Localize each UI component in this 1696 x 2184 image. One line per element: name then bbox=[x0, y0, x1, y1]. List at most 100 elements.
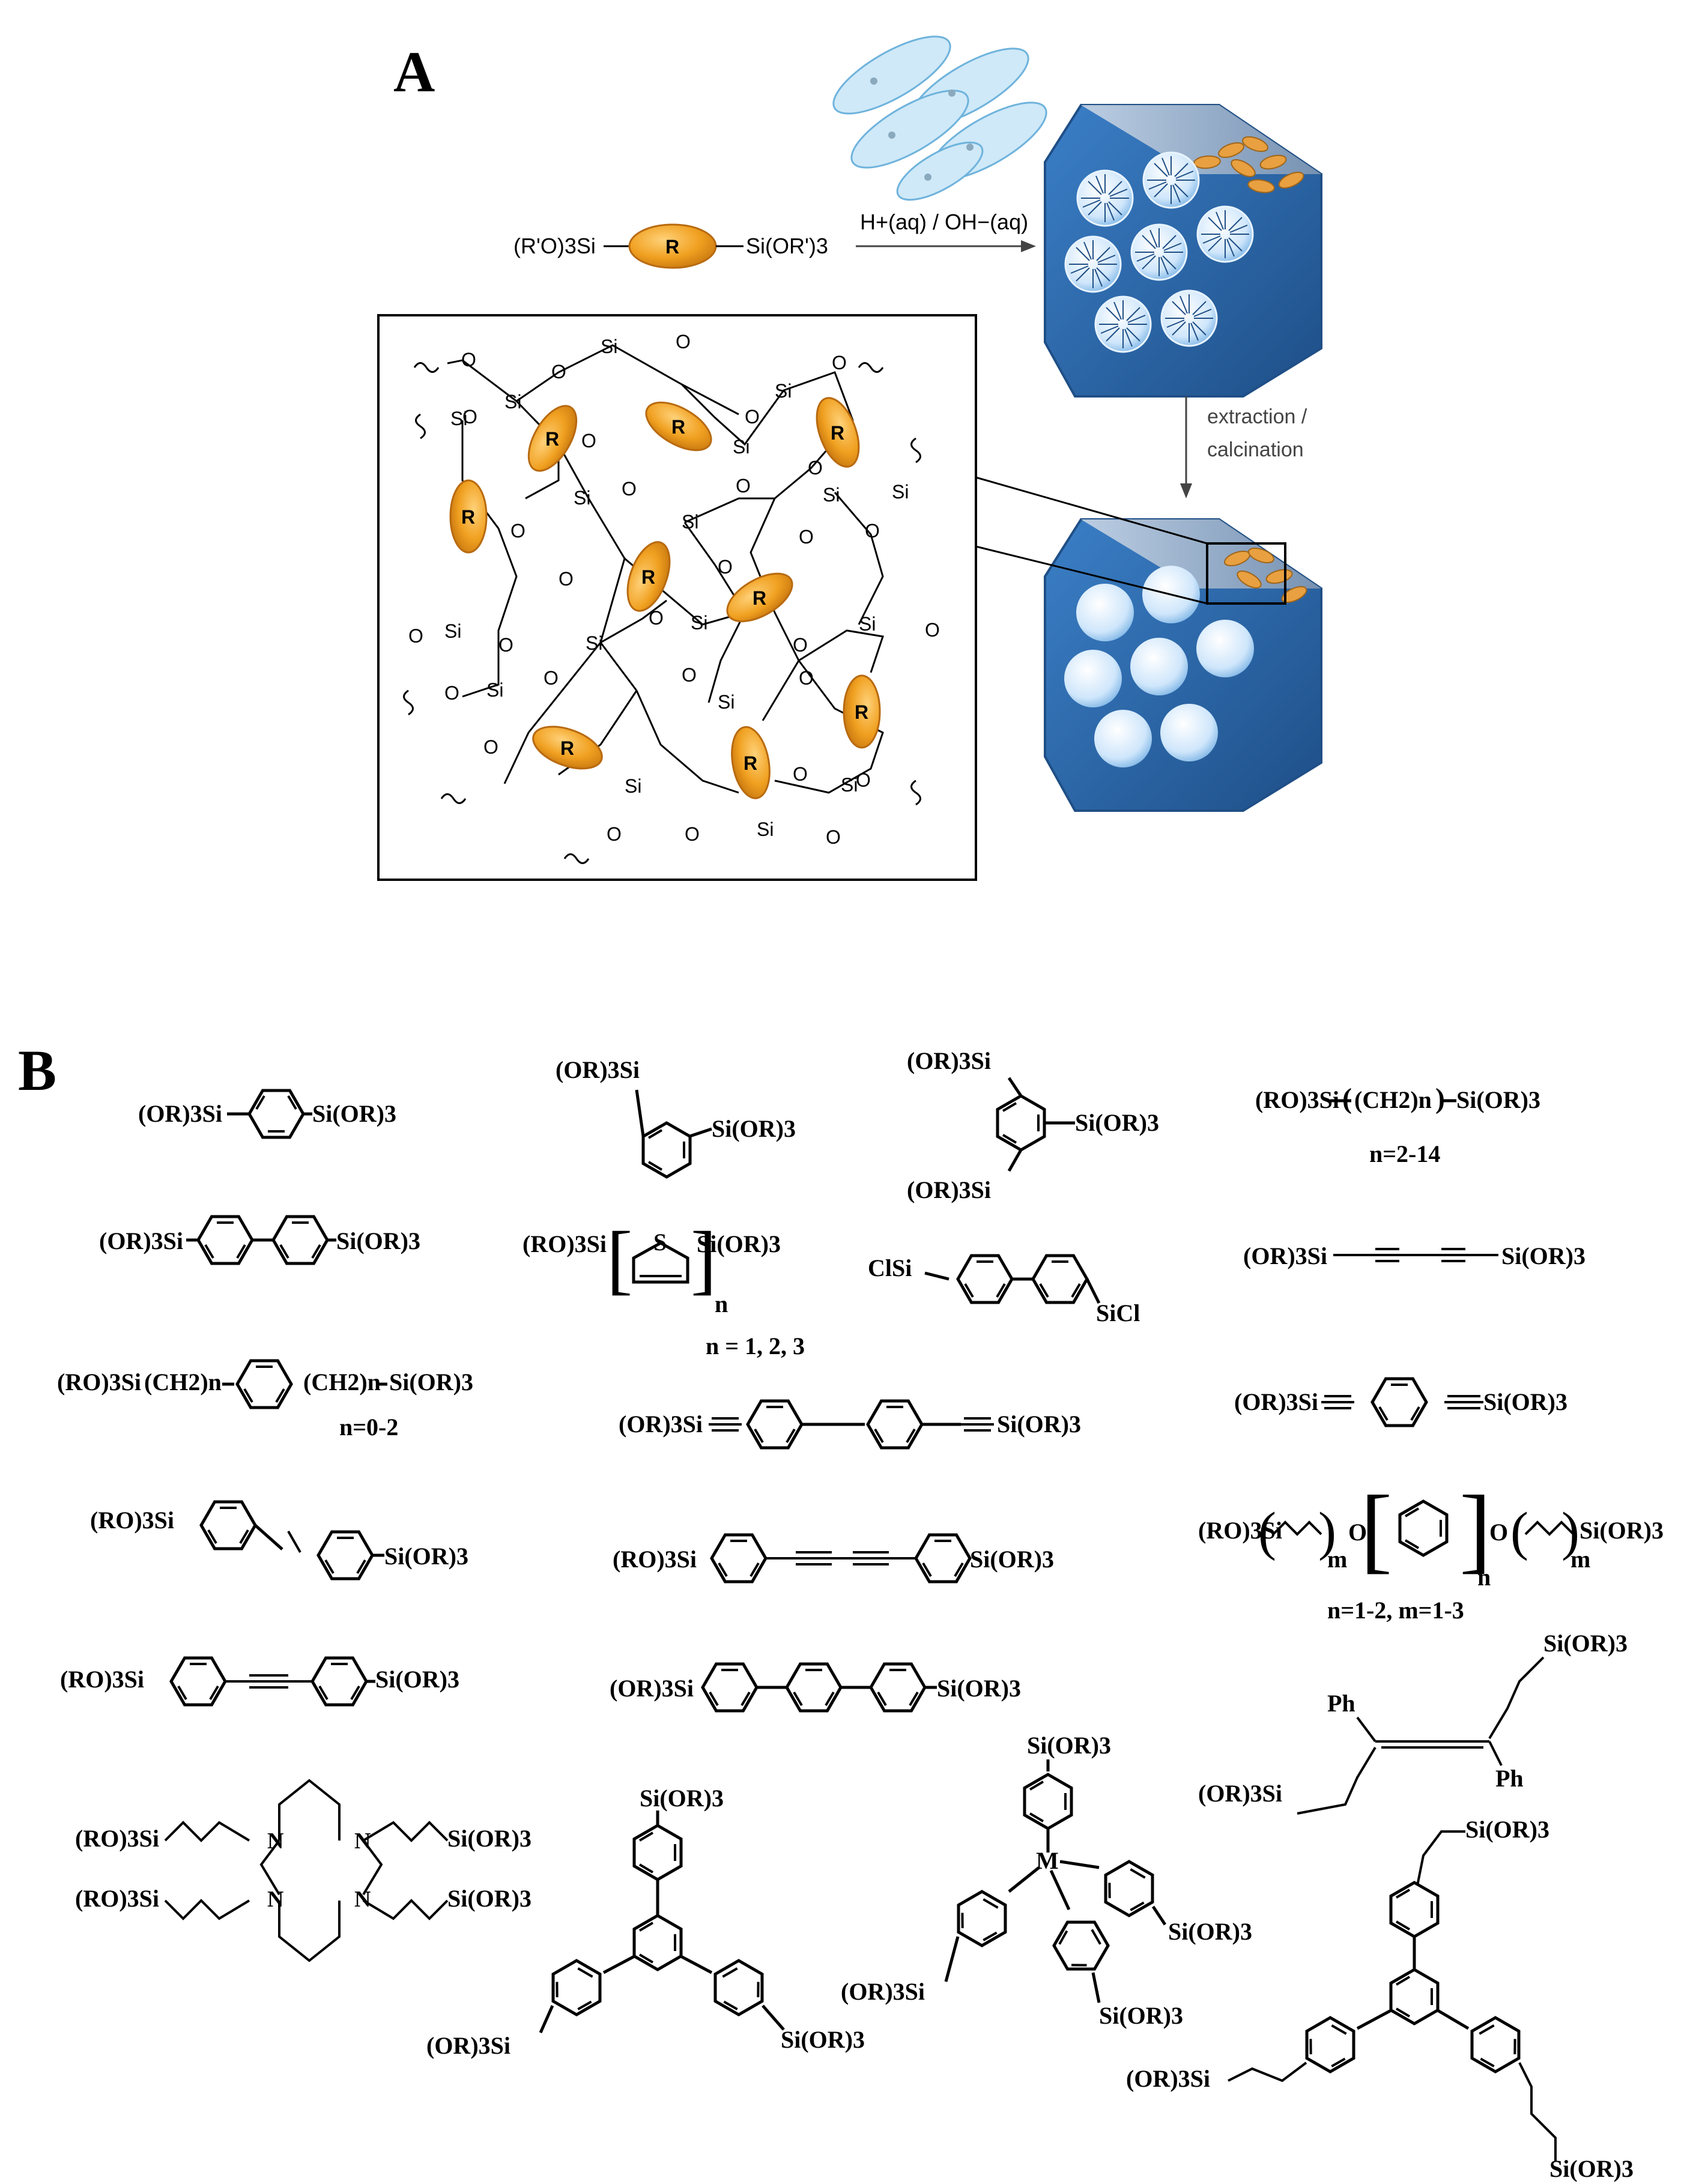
svg-text:O: O bbox=[925, 619, 940, 641]
svg-text:Si: Si bbox=[718, 691, 734, 713]
network-si-labels: Si Si Si Si Si Si Si Si Si Si Si Si Si S… bbox=[444, 336, 909, 840]
svg-text:R: R bbox=[855, 701, 868, 723]
svg-text:Si(OR)3: Si(OR)3 bbox=[384, 1543, 468, 1570]
svg-text:(RO)3Si: (RO)3Si bbox=[613, 1546, 697, 1573]
svg-text:(RO)3Si: (RO)3Si bbox=[75, 1885, 159, 1912]
svg-text:O: O bbox=[544, 667, 559, 689]
molecule-9: (RO)3Si (CH2)n (CH2)n Si(OR)3 n=0-2 bbox=[57, 1361, 473, 1441]
svg-text:n = 1, 2, 3: n = 1, 2, 3 bbox=[706, 1332, 805, 1360]
svg-text:O: O bbox=[649, 607, 664, 629]
svg-text:O: O bbox=[826, 826, 841, 848]
svg-text:Si(OR)3: Si(OR)3 bbox=[389, 1369, 473, 1396]
svg-text:O: O bbox=[808, 457, 823, 479]
molecule-13: (RO)3Si Si(OR)3 bbox=[613, 1535, 1054, 1582]
svg-text:m: m bbox=[1327, 1546, 1347, 1573]
svg-text:[: [ bbox=[1360, 1475, 1392, 1582]
molecule-8: (OR)3Si Si(OR)3 bbox=[1243, 1242, 1585, 1269]
svg-text:O: O bbox=[444, 682, 459, 704]
svg-text:O: O bbox=[799, 667, 814, 689]
panel-a-label: A bbox=[393, 40, 435, 104]
svg-text:O: O bbox=[483, 736, 498, 758]
svg-text:Ph: Ph bbox=[1495, 1765, 1524, 1792]
svg-text:n=0-2: n=0-2 bbox=[339, 1414, 398, 1441]
svg-text:(OR)3Si: (OR)3Si bbox=[907, 1176, 991, 1203]
svg-text:M: M bbox=[1036, 1847, 1059, 1874]
svg-text:Si(OR)3: Si(OR)3 bbox=[997, 1411, 1081, 1438]
svg-text:Si: Si bbox=[486, 679, 503, 701]
svg-text:Si: Si bbox=[859, 613, 876, 635]
network-inset-box bbox=[377, 314, 977, 881]
svg-text:O: O bbox=[622, 478, 637, 500]
svg-text:O: O bbox=[736, 475, 751, 497]
svg-text:n: n bbox=[1477, 1564, 1491, 1591]
svg-text:(OR)3Si: (OR)3Si bbox=[138, 1100, 222, 1127]
molecule-19: Si(OR)3 (OR)3Si Si(OR)3 bbox=[426, 1785, 865, 2059]
extraction-label: extraction / bbox=[1207, 405, 1307, 428]
svg-text:Si(OR)3: Si(OR)3 bbox=[697, 1230, 781, 1257]
svg-text:O: O bbox=[607, 823, 622, 845]
svg-text:R: R bbox=[545, 428, 559, 450]
molecule-17: Si(OR)3 Ph Ph (OR)3Si bbox=[1198, 1630, 1628, 1815]
reaction-conditions: H+(aq) / OH−(aq) bbox=[860, 210, 1028, 234]
svg-text:(: ( bbox=[1258, 1502, 1276, 1561]
molecule-16: (OR)3Si Si(OR)3 bbox=[610, 1664, 1021, 1711]
svg-text:Si: Si bbox=[823, 484, 840, 506]
svg-text:R: R bbox=[831, 422, 844, 444]
svg-text:Si: Si bbox=[601, 336, 617, 357]
svg-text:(OR)3Si: (OR)3Si bbox=[1198, 1780, 1282, 1807]
svg-text:(OR)3Si: (OR)3Si bbox=[556, 1056, 640, 1083]
svg-text:(RO)3Si: (RO)3Si bbox=[75, 1825, 159, 1852]
svg-text:O: O bbox=[1348, 1519, 1367, 1546]
svg-text:O: O bbox=[682, 664, 697, 686]
molecule-20: Si(OR)3 M (OR)3Si Si(OR)3 Si(OR)3 bbox=[841, 1732, 1252, 2029]
molecule-list: (OR)3Si Si(OR)3 (OR)3Si Si(OR)3 (OR)3Si … bbox=[57, 1047, 1664, 2182]
svg-text:Si(OR)3: Si(OR)3 bbox=[1168, 1918, 1252, 1945]
calcination-label: calcination bbox=[1207, 438, 1304, 461]
svg-text:Si(OR)3: Si(OR)3 bbox=[712, 1115, 796, 1142]
network-r-units bbox=[449, 397, 881, 799]
molecule-12: (RO)3Si Si(OR)3 bbox=[90, 1502, 468, 1579]
svg-text:N: N bbox=[267, 1887, 283, 1912]
svg-text:): ) bbox=[1318, 1502, 1336, 1561]
svg-text:(CH2)n: (CH2)n bbox=[1354, 1086, 1432, 1113]
svg-text:R: R bbox=[744, 752, 757, 774]
svg-text:Si: Si bbox=[757, 818, 774, 840]
svg-text:[: [ bbox=[607, 1216, 632, 1302]
zoom-box bbox=[1206, 542, 1286, 605]
svg-text:O: O bbox=[1489, 1519, 1508, 1546]
svg-text:(OR)3Si: (OR)3Si bbox=[619, 1411, 703, 1438]
svg-text:(: ( bbox=[1510, 1502, 1528, 1561]
molecule-7: ClSi SiCl bbox=[868, 1254, 1140, 1326]
svg-text:O: O bbox=[793, 763, 808, 785]
molecule-18: (RO)3Si (RO)3Si Si(OR)3 Si(OR)3 N N N N bbox=[75, 1779, 532, 1962]
svg-text:Si(OR)3: Si(OR)3 bbox=[1543, 1630, 1628, 1657]
svg-text:Si(OR)3: Si(OR)3 bbox=[1483, 1388, 1567, 1415]
molecule-5: (OR)3Si Si(OR)3 bbox=[99, 1217, 420, 1263]
svg-text:N: N bbox=[267, 1829, 283, 1854]
svg-text:n=1-2, m=1-3: n=1-2, m=1-3 bbox=[1327, 1597, 1464, 1624]
svg-text:N: N bbox=[354, 1829, 371, 1854]
svg-text:(OR)3Si: (OR)3Si bbox=[1234, 1388, 1318, 1415]
svg-text:Si: Si bbox=[504, 391, 521, 413]
svg-text:Si(OR)3: Si(OR)3 bbox=[1549, 2155, 1634, 2182]
panel-b-label: B bbox=[18, 1038, 56, 1103]
svg-text:(OR)3Si: (OR)3Si bbox=[610, 1675, 694, 1702]
micelle-rods-graphic bbox=[832, 35, 1047, 201]
template-hexagonal-block bbox=[1044, 104, 1322, 398]
svg-text:SiCl: SiCl bbox=[1096, 1299, 1140, 1326]
precursor-r-label: R bbox=[665, 236, 679, 258]
molecule-15: (RO)3Si Si(OR)3 bbox=[60, 1658, 459, 1705]
svg-text:N: N bbox=[354, 1887, 371, 1912]
svg-text:O: O bbox=[856, 769, 871, 791]
svg-text:Si(OR)3: Si(OR)3 bbox=[336, 1227, 420, 1254]
svg-text:O: O bbox=[461, 349, 476, 371]
svg-text:O: O bbox=[510, 520, 525, 542]
svg-text:O: O bbox=[745, 406, 760, 428]
svg-text:): ) bbox=[1435, 1083, 1445, 1115]
svg-text:Si(OR)3: Si(OR)3 bbox=[1465, 1816, 1549, 1843]
svg-text:Si: Si bbox=[892, 481, 909, 503]
svg-text:O: O bbox=[498, 634, 513, 656]
svg-text:R: R bbox=[753, 587, 766, 609]
svg-text:Ph: Ph bbox=[1327, 1690, 1355, 1717]
